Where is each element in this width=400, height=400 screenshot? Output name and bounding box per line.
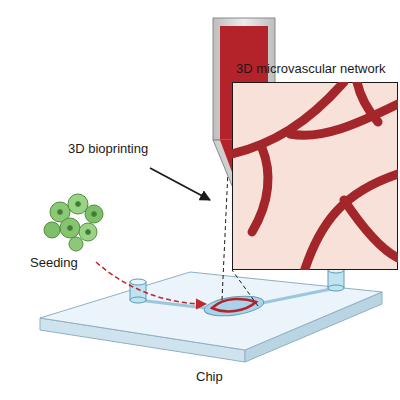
vessel-network [232,82,398,270]
chip [40,267,382,362]
part-label: Chip [196,370,223,385]
process-label: Seeding [30,256,78,271]
outlet-port [328,267,344,291]
cell-cluster [44,194,103,251]
pointer-arrow [150,168,210,200]
seeding-arrow [96,262,206,304]
zoom-line [232,270,258,306]
process-label: 3D bioprinting [68,142,148,157]
inset-heading: 3D microvascular network [236,62,386,77]
zoom-inset: 3D microvascular network [232,82,398,270]
